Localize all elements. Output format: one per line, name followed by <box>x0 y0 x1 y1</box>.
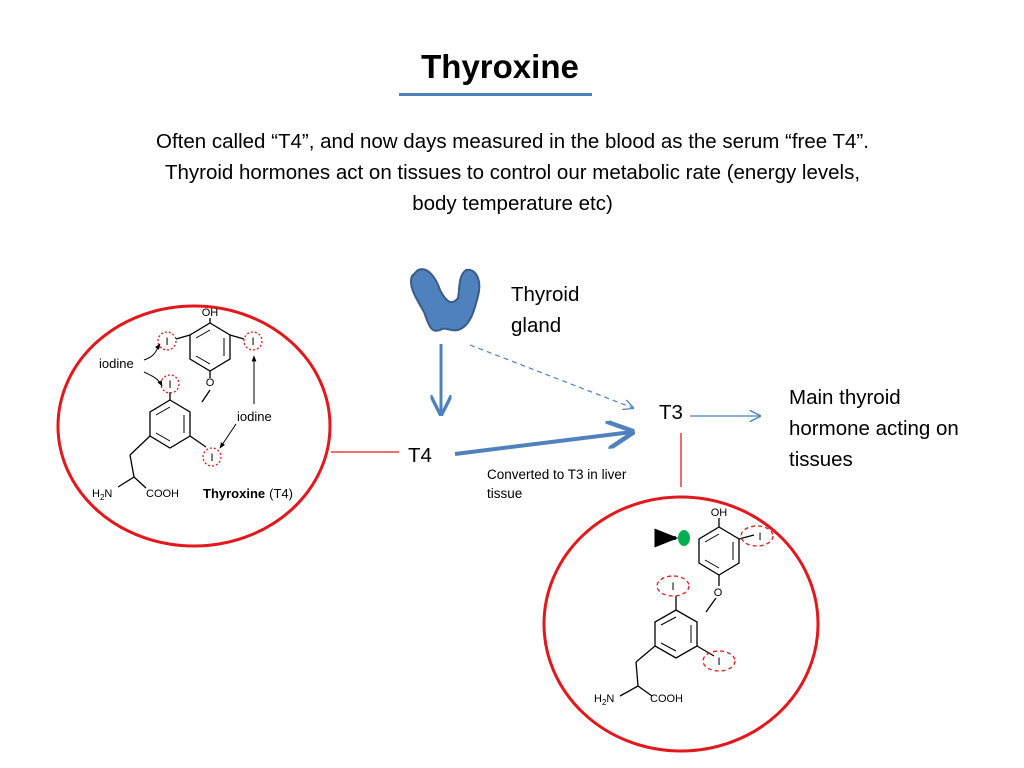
t3-oh-label: OH <box>711 507 728 519</box>
t3-carboxyl-label: COOH <box>650 693 683 705</box>
t4-carboxyl-label: COOH <box>146 488 179 500</box>
thyroid-gland-label: Thyroid gland <box>511 283 580 337</box>
t4-iodine-atom: I <box>210 452 213 464</box>
t4-iodine-atom: I <box>251 336 254 348</box>
thyroid-gland-icon <box>410 268 481 332</box>
main-hormone-label: Main thyroid hormone acting on tissues <box>789 386 959 471</box>
t3-amine-label: H2N <box>594 693 614 707</box>
t3-iodine-atom: I <box>758 531 761 543</box>
title-underline <box>399 93 592 96</box>
arrow-t4-to-t3 <box>454 432 632 456</box>
iodine-annotation: iodine <box>99 356 134 371</box>
t4-oh-label: OH <box>202 307 219 319</box>
intro-text: Often called “T4”, and now days measured… <box>156 130 869 215</box>
t3-ether-oxygen: O <box>714 587 723 599</box>
page-title: Thyroxine <box>421 48 579 85</box>
t4-iodine-atom: I <box>165 336 168 348</box>
conversion-note: Converted to T3 in liver tissue <box>487 467 627 501</box>
t3-node-label: T3 <box>659 401 683 424</box>
t4-node-label: T4 <box>408 444 432 467</box>
t4-iodine-atom: I <box>168 379 171 391</box>
t4-structure-panel: OH I I I I O iodine iodine H2N COOH Thyr… <box>56 304 332 548</box>
t4-ether-oxygen: O <box>206 377 215 389</box>
green-dot-icon <box>678 530 690 546</box>
dashed-arrow-gland-to-t3 <box>469 344 633 408</box>
t4-structure-caption: Thyroxine(T4) <box>203 486 293 501</box>
t3-iodine-atom: I <box>671 581 674 593</box>
t3-iodine-atom: I <box>717 656 720 668</box>
t3-structure-panel: OH I I I O H2N COOH <box>542 495 820 753</box>
t4-amine-label: H2N <box>92 488 112 502</box>
iodine-annotation: iodine <box>237 409 272 424</box>
